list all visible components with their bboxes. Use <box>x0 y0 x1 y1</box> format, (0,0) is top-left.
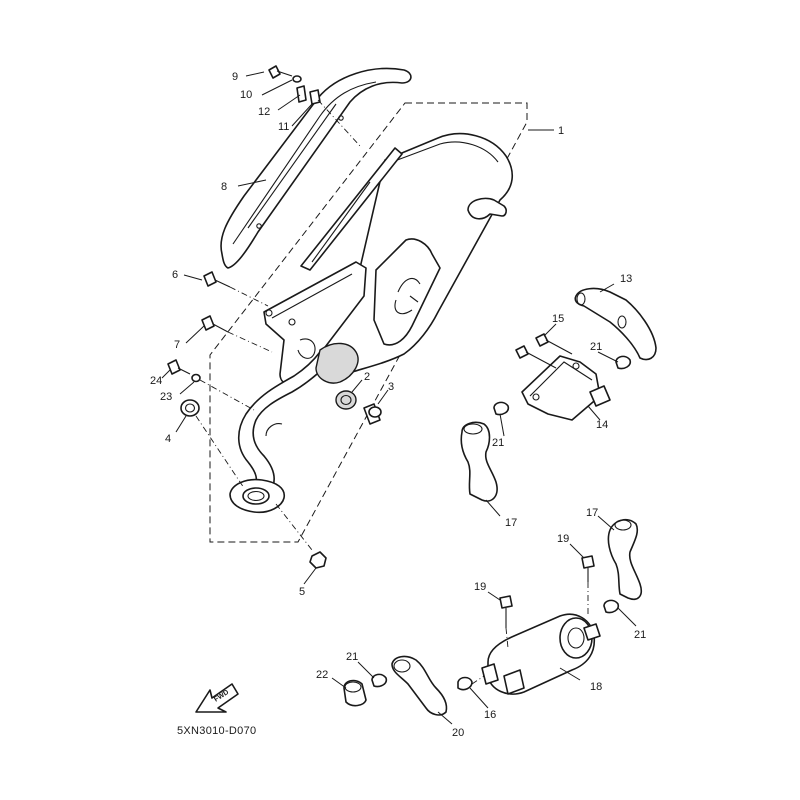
left-fasteners <box>167 271 273 489</box>
callout-5: 5 <box>299 586 305 598</box>
callout-19-right: 19 <box>557 533 569 545</box>
callout-6: 6 <box>172 269 178 281</box>
callout-10: 10 <box>240 89 252 101</box>
callout-17-right: 17 <box>586 507 598 519</box>
callout-22: 22 <box>316 669 328 681</box>
exhaust-nut <box>275 503 327 569</box>
cap-22 <box>343 679 367 707</box>
leader-lines <box>161 71 637 725</box>
callout-8: 8 <box>221 181 227 193</box>
callout-19-left: 19 <box>474 581 486 593</box>
heat-shield <box>220 67 412 269</box>
upper-hardware <box>268 65 361 147</box>
callout-20: 20 <box>452 727 464 739</box>
callout-13: 13 <box>620 273 632 285</box>
callout-18: 18 <box>590 681 602 693</box>
assembly-outline <box>209 102 528 543</box>
callout-17-left: 17 <box>505 517 517 529</box>
callout-23: 23 <box>160 391 172 403</box>
exhaust-pipe <box>229 342 359 514</box>
callout-1: 1 <box>558 125 564 137</box>
gasket-and-collar <box>335 390 382 425</box>
callout-21-valve: 21 <box>634 629 646 641</box>
callout-15: 15 <box>552 313 564 325</box>
callout-7: 7 <box>174 339 180 351</box>
hose-17-right <box>607 518 643 600</box>
callout-16: 16 <box>484 709 496 721</box>
callout-21-reed-bottom: 21 <box>492 437 504 449</box>
callout-labels: 1 2 3 4 5 6 7 8 9 10 11 12 13 14 15 16 1… <box>150 71 646 739</box>
callout-2: 2 <box>364 371 370 383</box>
hose-clamps <box>371 355 632 688</box>
callout-24: 24 <box>150 375 162 387</box>
muffler <box>300 132 513 374</box>
hose-20 <box>391 655 448 716</box>
callout-21-reed-top: 21 <box>590 341 602 353</box>
callout-9: 9 <box>232 71 238 83</box>
callout-21-hose: 21 <box>346 651 358 663</box>
fwd-arrow-icon: FWD <box>195 683 239 713</box>
clip-16 <box>457 675 485 691</box>
callout-12: 12 <box>258 106 270 118</box>
diagram-code: 5XN3010-D070 <box>177 725 256 737</box>
callout-11: 11 <box>278 121 289 133</box>
callout-14: 14 <box>596 419 608 431</box>
callout-4: 4 <box>165 433 171 445</box>
reed-valve-assembly <box>515 333 611 421</box>
air-cut-valve <box>481 555 601 695</box>
callout-3: 3 <box>388 381 394 393</box>
hose-13 <box>574 287 657 361</box>
hose-17-left <box>460 421 498 502</box>
